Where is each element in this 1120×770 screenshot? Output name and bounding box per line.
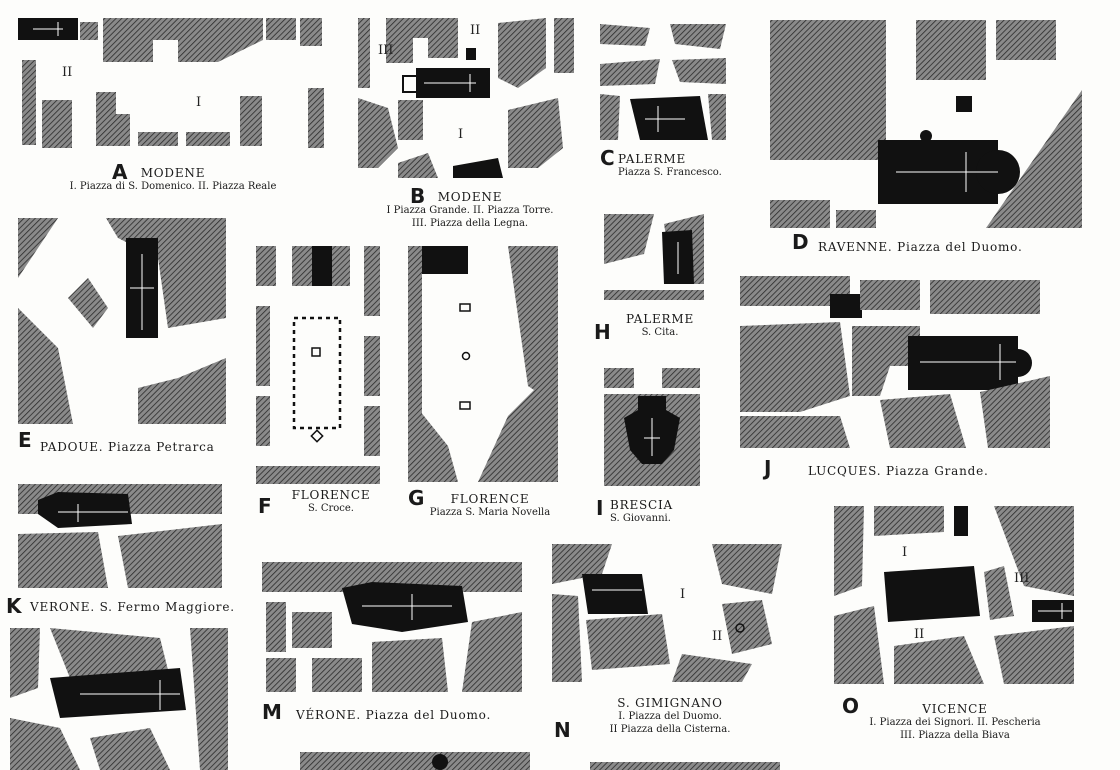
plan-a-title: MODENE (140, 166, 206, 180)
plan-f-florence (256, 246, 380, 484)
plan-e-padoue (18, 218, 226, 424)
plan-o-vicence: I III II (834, 506, 1074, 684)
plan-h-title: PALERME (625, 312, 695, 326)
plan-b-caption: MODENE I Piazza Grande. II. Piazza Torre… (340, 190, 600, 230)
plan-k-verone (18, 484, 222, 588)
plan-o-subtitle2: III. Piazza della Biava (900, 729, 1010, 741)
plan-h-subtitle: S. Cita. (641, 327, 679, 338)
plan-j-letter: J (764, 456, 772, 480)
plan-m-title: VÉRONE. Piazza del Duomo. (296, 708, 492, 722)
plan-a-label-i: I (196, 95, 201, 110)
plan-j-title: LUCQUES. Piazza Grande. (808, 464, 989, 478)
plan-f-letter: F (258, 494, 272, 518)
plan-i-title: BRESCIA (610, 498, 674, 512)
plan-k-letter: K (6, 594, 22, 618)
plan-b-letter: B (410, 184, 426, 208)
plan-g-subtitle: Piazza S. Maria Novella (429, 507, 551, 518)
plan-d-letter: D (792, 230, 809, 254)
plan-b-label-ii: II (470, 23, 480, 38)
plan-n-title: S. GIMIGNANO (617, 696, 723, 710)
plan-b-subtitle2: III. Piazza della Legna. (411, 217, 529, 229)
plan-d-ravenne (766, 20, 1082, 228)
plan-j-lucques (740, 276, 1050, 448)
plan-n-letter: N (554, 718, 571, 742)
plan-a-label-ii: II (62, 65, 72, 80)
plan-o-letter: O (842, 694, 860, 718)
plan-n-caption: S. GIMIGNANO I. Piazza del Duomo. II Pia… (580, 696, 760, 736)
plan-n-subtitle: I. Piazza del Duomo. (618, 711, 722, 722)
plan-m-caption: VÉRONE. Piazza del Duomo. (296, 708, 516, 723)
plan-d-title: RAVENNE. Piazza del Duomo. (818, 240, 1023, 254)
plan-j-caption: LUCQUES. Piazza Grande. (808, 464, 1028, 479)
plan-o-subtitle: I. Piazza dei Signori. II. Pescheria (869, 717, 1041, 728)
plan-b-modene: III II I (358, 18, 578, 178)
plan-f-subtitle: S. Croce. (307, 503, 354, 514)
plan-h-letter: H (594, 320, 611, 344)
plan-n-label-ii: II (712, 629, 722, 644)
plan-f-title: FLORENCE (291, 488, 371, 502)
plan-i-letter: I (596, 496, 604, 520)
plan-bottom-fragment-2 (590, 762, 780, 770)
plan-o-label-i: I (902, 545, 907, 560)
plan-c-title: PALERME (618, 152, 687, 166)
plan-l-verone (10, 628, 228, 770)
plan-e-caption: PADOUE. Piazza Petrarca (40, 440, 230, 455)
plan-o-caption: VICENCE I. Piazza dei Signori. II. Pesch… (840, 702, 1070, 742)
plan-o-label-ii: II (914, 627, 924, 642)
plan-b-label-iii: III (378, 43, 393, 58)
plan-n-s-gimignano: I II (552, 544, 782, 682)
plan-g-caption: FLORENCE Piazza S. Maria Novella (410, 492, 570, 520)
plan-i-brescia (604, 368, 700, 486)
plan-a-letter: A (112, 160, 128, 184)
plan-c-caption: PALERME Piazza S. Francesco. (618, 152, 722, 180)
plan-m-verone (262, 562, 522, 692)
plan-b-title: MODENE (437, 190, 503, 204)
plan-e-title: PADOUE. Piazza Petrarca (40, 440, 215, 454)
plan-b-label-i: I (458, 127, 463, 142)
plan-bottom-fragment (300, 752, 530, 770)
plan-g-title: FLORENCE (450, 492, 530, 506)
plan-k-caption: VERONE. S. Fermo Maggiore. (30, 600, 235, 615)
plan-g-florence (408, 246, 558, 482)
plan-h-caption: PALERME S. Cita. (610, 312, 710, 340)
plan-f-caption: FLORENCE S. Croce. (276, 488, 386, 516)
plan-e-letter: E (18, 428, 32, 452)
plan-c-palerme (600, 24, 726, 140)
plan-c-letter: C (600, 146, 615, 170)
plan-h-palerme (604, 214, 704, 300)
plan-c-subtitle: Piazza S. Francesco. (618, 167, 722, 178)
plan-o-title: VICENCE (922, 702, 988, 716)
plan-n-label-i: I (680, 587, 685, 602)
plan-m-letter: M (262, 700, 282, 724)
plan-i-subtitle: S. Giovanni. (610, 513, 671, 524)
plan-n-subtitle2: II Piazza della Cisterna. (609, 723, 731, 735)
plan-g-letter: G (408, 486, 425, 510)
plan-a-modene: II I (18, 14, 328, 154)
plan-b-subtitle: I Piazza Grande. II. Piazza Torre. (386, 205, 554, 216)
plan-a-caption: MODENE I. Piazza di S. Domenico. II. Pia… (18, 166, 328, 194)
plan-a-subtitle: I. Piazza di S. Domenico. II. Piazza Rea… (69, 181, 277, 192)
plan-i-caption: BRESCIA S. Giovanni. (610, 498, 700, 526)
plan-k-title: VERONE. S. Fermo Maggiore. (30, 600, 235, 614)
plan-o-label-iii: III (1014, 571, 1029, 586)
plan-d-caption: RAVENNE. Piazza del Duomo. (818, 240, 1068, 255)
